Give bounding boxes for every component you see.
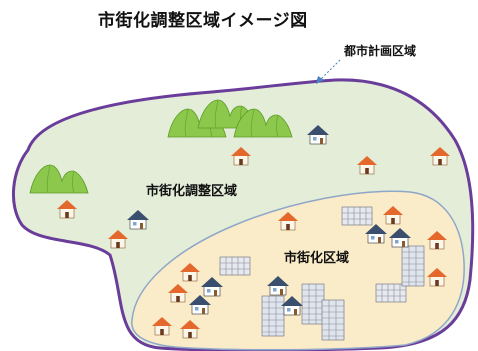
pointer-arrow-head bbox=[316, 76, 324, 84]
building bbox=[261, 295, 285, 337]
building bbox=[375, 283, 407, 303]
building bbox=[321, 299, 345, 341]
building bbox=[219, 256, 251, 276]
building bbox=[341, 206, 373, 226]
label-urbanization-control-area: 市街化調整区域 bbox=[146, 184, 238, 199]
label-city-planning-area: 都市計画区域 bbox=[344, 44, 417, 58]
building bbox=[301, 283, 325, 325]
diagram-title: 市街化調整区域イメージ図 bbox=[98, 11, 308, 31]
label-urbanization-area: 市街化区域 bbox=[284, 251, 350, 266]
pointer-arrow bbox=[317, 59, 341, 83]
building bbox=[401, 245, 425, 287]
